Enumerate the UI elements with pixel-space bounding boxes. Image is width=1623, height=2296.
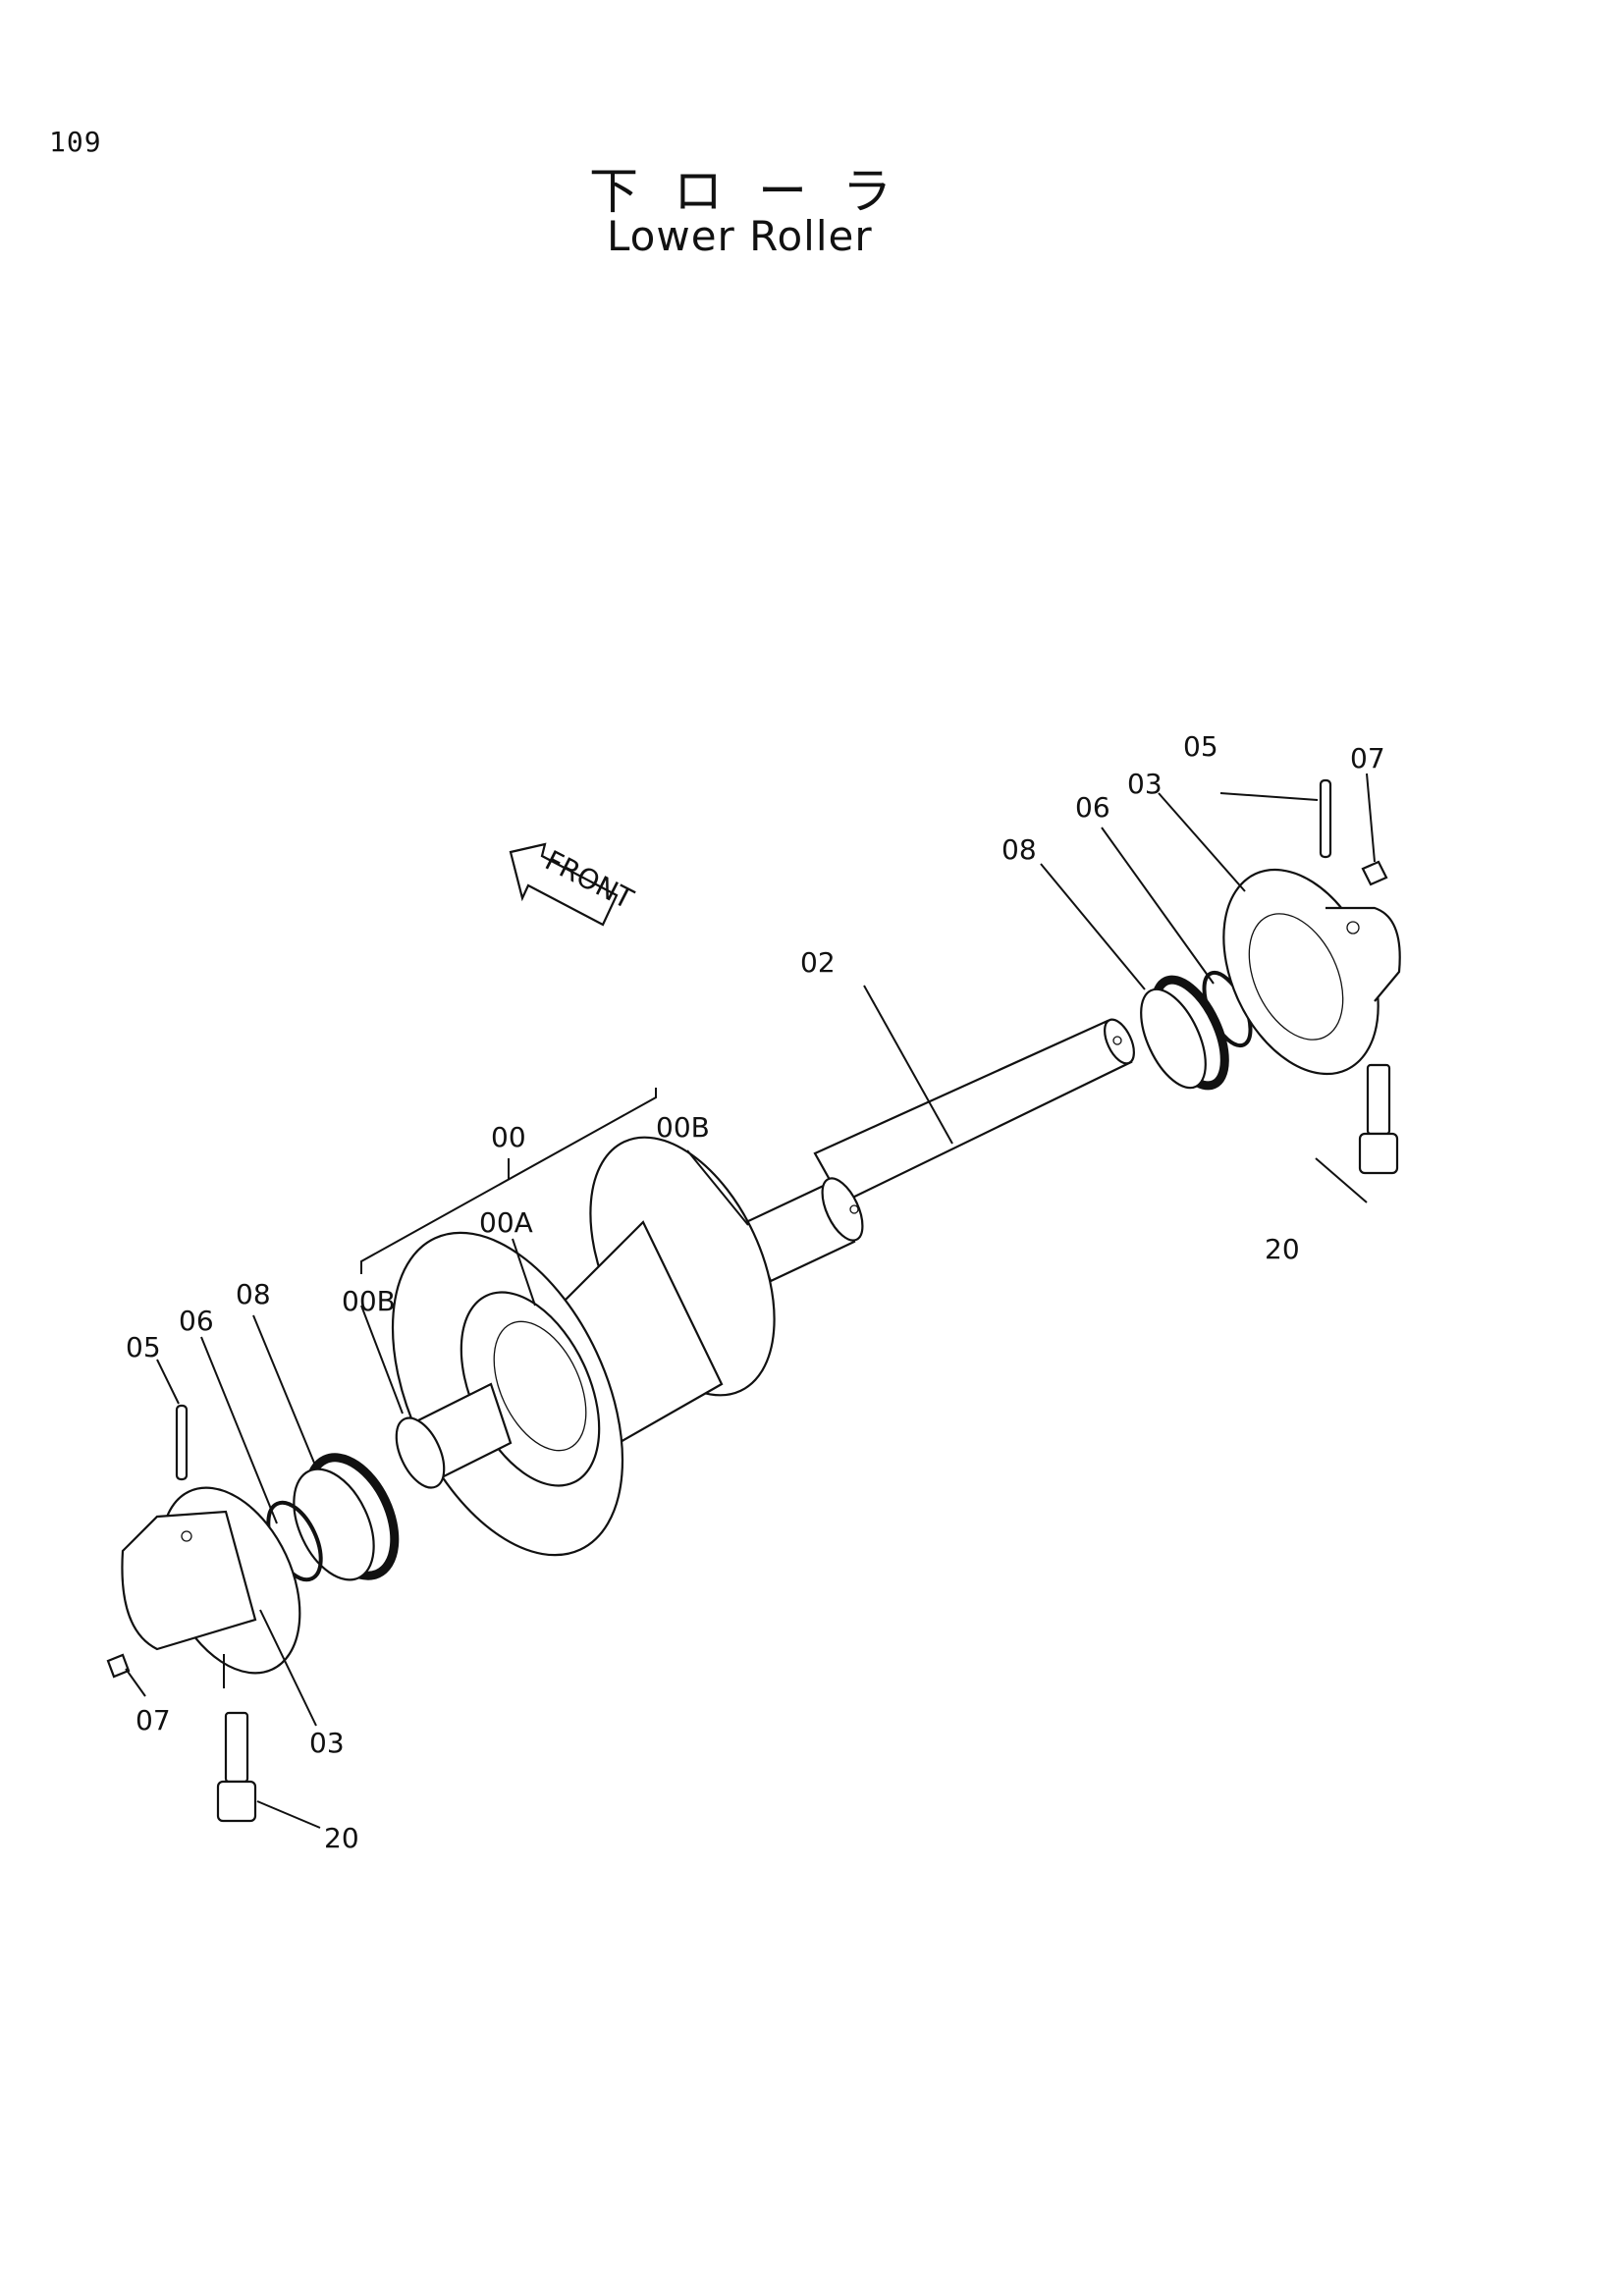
seal-left-part-08 <box>293 1453 400 1581</box>
callout-00B-top: 00B <box>656 1111 710 1144</box>
callout-08-right: 08 <box>1001 833 1037 866</box>
callout-02: 02 <box>800 946 836 979</box>
callout-05-left: 05 <box>126 1331 161 1363</box>
callout-00B-left: 00B <box>342 1285 396 1317</box>
callout-07-left: 07 <box>135 1704 171 1736</box>
callout-06-left: 06 <box>179 1305 214 1337</box>
pin-left-part-05 <box>175 1404 189 1481</box>
roller-body-part-00A <box>391 1136 776 1557</box>
callout-00: 00 <box>491 1121 526 1153</box>
callout-03-right: 03 <box>1127 768 1163 800</box>
plug-left-part-07 <box>106 1653 131 1679</box>
collar-right-part-03 <box>1222 868 1401 1076</box>
page-title-english: Lower Roller <box>607 212 873 260</box>
leader-lines <box>125 773 1376 1829</box>
callout-labels: 00 00A 00B 00B 02 05 07 03 06 08 20 08 0… <box>126 730 1385 1854</box>
callout-03-left: 03 <box>309 1727 345 1759</box>
collar-left-part-03 <box>121 1486 301 1675</box>
callout-05-right: 05 <box>1183 730 1218 763</box>
callout-06-right: 06 <box>1075 791 1110 824</box>
callout-00A: 00A <box>479 1206 533 1239</box>
bushing-part-00B <box>395 1382 513 1489</box>
page-number: 109 <box>49 126 102 158</box>
front-direction-arrow: FRONT <box>509 842 639 927</box>
shaft-part-02 <box>744 1018 1135 1283</box>
callout-08-left: 08 <box>236 1278 271 1310</box>
callout-07-right: 07 <box>1350 742 1385 774</box>
callout-20-left: 20 <box>324 1822 359 1854</box>
plug-right-part-07 <box>1361 860 1388 886</box>
page-title-japanese: 下ローラ <box>589 163 927 220</box>
pin-right-part-05 <box>1319 778 1332 859</box>
bolt-right-part-20 <box>1358 1063 1399 1175</box>
bolt-left-part-20 <box>216 1711 257 1823</box>
group-bracket-00 <box>360 1088 657 1274</box>
callout-20-right: 20 <box>1265 1233 1300 1265</box>
